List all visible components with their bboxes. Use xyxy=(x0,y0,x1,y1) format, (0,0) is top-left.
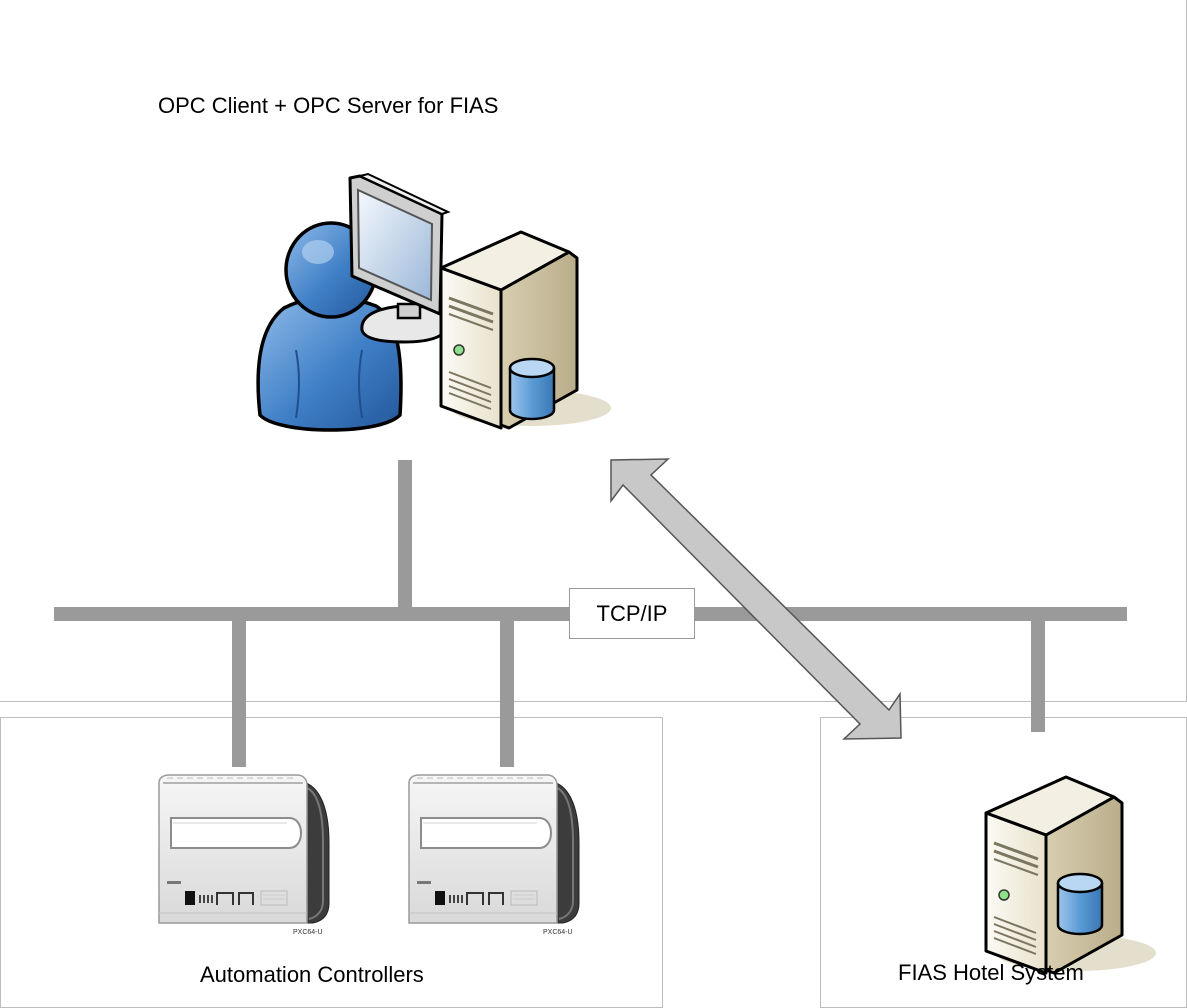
bidirectional-arrow-icon xyxy=(610,458,902,740)
controller-icon: PXC64-U xyxy=(408,774,580,936)
controller-model-label: PXC64-U xyxy=(293,929,323,936)
opc-panel-title: OPC Client + OPC Server for FIAS xyxy=(158,93,499,118)
opc-client-server-panel xyxy=(0,0,1187,702)
controller-model-label: PXC64-U xyxy=(543,929,573,936)
database-icon xyxy=(508,357,556,421)
tcp-ip-label: TCP/IP xyxy=(569,588,695,639)
monitor-icon xyxy=(348,172,451,344)
controllers-panel-title: Automation Controllers xyxy=(200,962,424,987)
tcp-ip-text: TCP/IP xyxy=(596,600,668,626)
controller-icon: PXC64-U xyxy=(158,774,330,936)
hotel-panel-title: FIAS Hotel System xyxy=(898,960,1084,985)
database-icon xyxy=(1056,872,1104,936)
